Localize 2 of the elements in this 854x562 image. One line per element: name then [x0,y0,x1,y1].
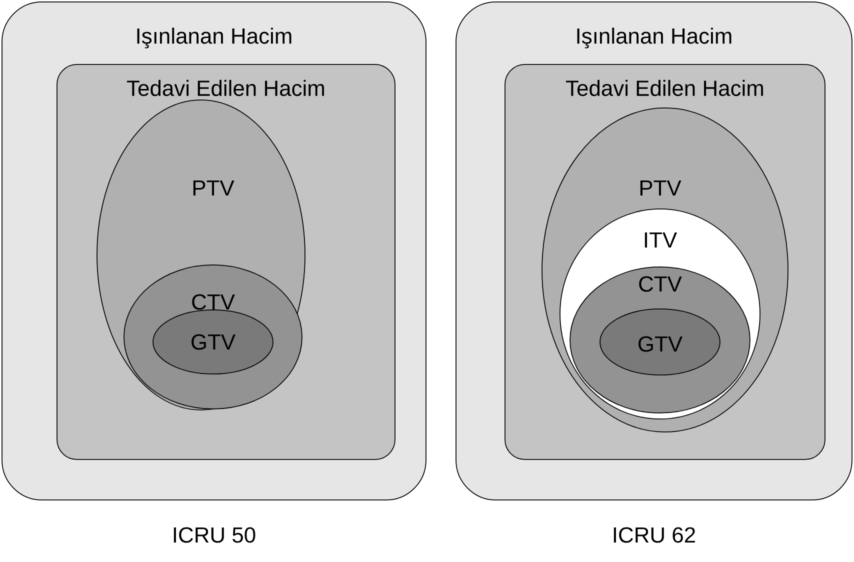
node-label: ICRU 50 [174,527,256,543]
node-label: ICRU 62 [614,527,695,543]
